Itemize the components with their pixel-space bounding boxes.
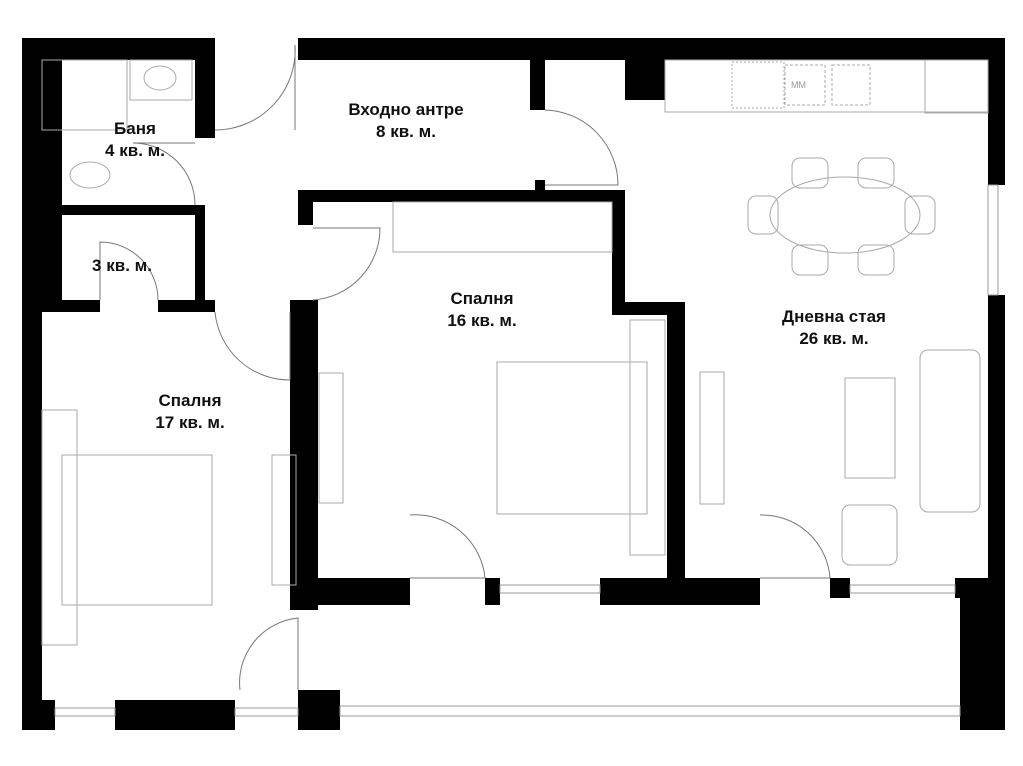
windows (54, 184, 999, 717)
room-area: 16 кв. м. (447, 311, 517, 330)
room-name: Спалня (450, 289, 514, 308)
coffee-table (844, 377, 896, 479)
doors (99, 44, 831, 691)
room-bedroom-16: Спалня 16 кв. м. (447, 288, 516, 332)
room-bathroom: Баня 4 кв. м. (105, 118, 165, 162)
sink (129, 59, 193, 101)
wardrobe (392, 201, 613, 253)
room-area: 3 кв. м. (92, 256, 152, 275)
room-name: Баня (114, 119, 156, 138)
shower (41, 59, 128, 131)
room-area: 8 кв. м. (376, 122, 436, 141)
room-area: 26 кв. м. (799, 329, 869, 348)
room-name: Входно антре (348, 100, 464, 119)
walls (22, 38, 1005, 730)
furniture (41, 59, 989, 646)
dishwasher-label: MM (791, 80, 806, 90)
kitchen-counter (664, 59, 989, 113)
room-name: Спалня (158, 391, 222, 410)
room-name: Дневна стая (782, 307, 886, 326)
room-living-room: Дневна стая 26 кв. м. (782, 306, 886, 350)
armchair (841, 504, 898, 566)
dining-table (769, 176, 921, 254)
bed-16 (496, 361, 648, 515)
room-area: 4 кв. м. (105, 141, 165, 160)
room-bedroom-17: Спалня 17 кв. м. (155, 390, 224, 434)
room-area: 17 кв. м. (155, 413, 225, 432)
toilet (69, 161, 111, 189)
room-storage: 3 кв. м. (92, 255, 152, 277)
tv-unit (318, 372, 344, 504)
sofa (919, 349, 981, 513)
bed-17 (61, 454, 213, 606)
room-entrance: Входно антре 8 кв. м. (348, 99, 463, 143)
